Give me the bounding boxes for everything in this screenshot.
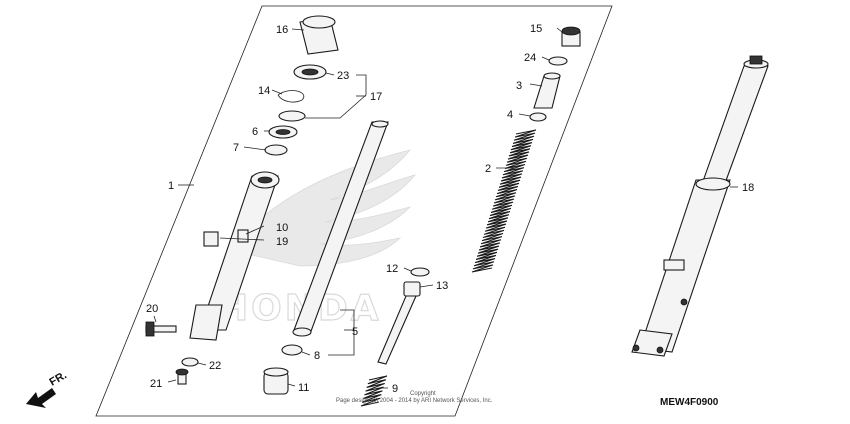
callout-2: 2 (485, 163, 491, 175)
part-20-bolt[interactable] (145, 321, 177, 337)
callout-7: 7 (233, 142, 239, 154)
callout-3: 3 (516, 80, 522, 92)
part-9-rebound-spring[interactable] (360, 375, 388, 407)
callout-23: 23 (337, 70, 349, 82)
part-13-fork-piston[interactable] (377, 281, 421, 365)
part-12-piston-ring[interactable] (410, 267, 430, 277)
callout-13: 13 (436, 280, 448, 292)
part-15-fork-bolt[interactable] (561, 26, 581, 47)
callout-9: 9 (392, 383, 398, 395)
diagram-code: MEW4F0900 (660, 397, 719, 408)
callout-5: 5 (352, 326, 358, 338)
part-21-socket-bolt[interactable] (175, 368, 189, 385)
callout-4: 4 (507, 109, 513, 121)
part-14-stopper-ring[interactable] (277, 90, 305, 103)
part-backup-ring[interactable] (278, 110, 306, 122)
part-7-guide-bushing[interactable] (264, 144, 288, 156)
callout-12: 12 (386, 263, 398, 275)
callout-8: 8 (314, 350, 320, 362)
callout-20: 20 (146, 303, 158, 315)
part-24-o-ring[interactable] (548, 56, 568, 66)
callout-6: 6 (252, 126, 258, 138)
spring-coil (360, 375, 388, 407)
part-22-washer[interactable] (181, 357, 199, 367)
part-5-fork-pipe[interactable] (292, 120, 389, 337)
part-11-collar[interactable] (263, 367, 289, 395)
front-direction-label: FR. (48, 369, 69, 388)
callout-15: 15 (530, 23, 542, 35)
spring-coil (471, 129, 537, 273)
assembly-frame (95, 5, 613, 417)
callout-18: 18 (742, 182, 754, 194)
callout-24: 24 (524, 52, 536, 64)
honda-wing-watermark: HONDA (217, 149, 417, 330)
part-16-dust-seal[interactable] (299, 15, 339, 55)
callout-22: 22 (209, 360, 221, 372)
callout-11: 11 (298, 382, 309, 394)
part-4-spring-seat[interactable] (529, 112, 547, 122)
front-direction-arrow: FR. (26, 369, 69, 408)
callout-16: 16 (276, 24, 288, 36)
part-2-fork-spring[interactable] (471, 129, 537, 273)
part-1-fork-slider[interactable] (189, 171, 280, 341)
callout-1: 1 (168, 180, 174, 192)
callout-17: 17 (370, 91, 382, 103)
callout-14: 14 (258, 85, 270, 97)
copyright-line-2: Page design (c) 2004 - 2014 by ARI Netwo… (336, 398, 493, 404)
callout-19: 19 (276, 236, 288, 248)
callout-21: 21 (150, 378, 162, 390)
leader-lines (153, 27, 738, 389)
part-3-spacer[interactable] (533, 72, 561, 109)
part-8-oil-lock-piece[interactable] (281, 344, 303, 356)
copyright-line-1: Copyright (410, 391, 436, 397)
callout-10: 10 (276, 222, 288, 234)
part-18-fork-assembly[interactable] (631, 55, 769, 357)
